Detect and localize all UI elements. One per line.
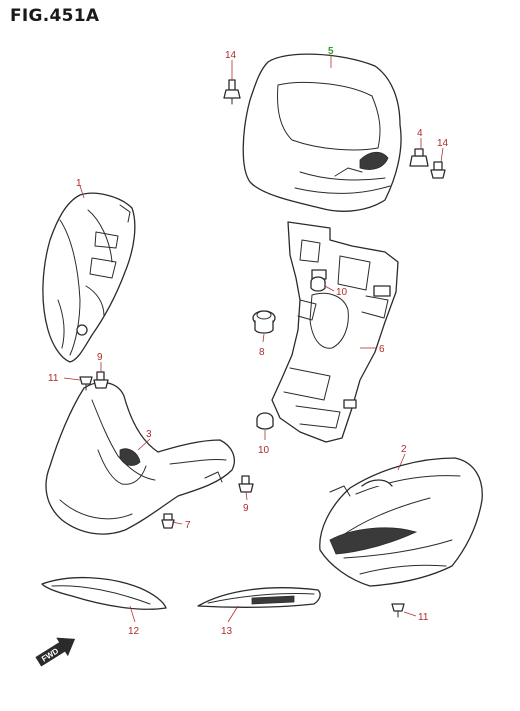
callout-6: 6 <box>379 344 385 355</box>
part-clip-7 <box>161 513 175 529</box>
part-upper-cowl <box>242 53 402 212</box>
callout-11-upper: 11 <box>48 373 59 384</box>
part-nut-10-upper <box>310 276 326 292</box>
part-screw-14-left <box>223 79 241 105</box>
callout-11-lower: 11 <box>418 612 429 623</box>
part-trim-strip-13 <box>197 587 321 608</box>
part-bolt-9-lower <box>238 475 254 493</box>
callout-9-upper: 9 <box>97 352 103 363</box>
part-grommet-8 <box>252 310 276 334</box>
part-screw-11-lower <box>391 603 405 618</box>
callout-2: 2 <box>401 444 407 455</box>
callout-12: 12 <box>128 626 140 637</box>
callout-14-right: 14 <box>437 138 449 149</box>
callout-5: 5 <box>328 46 334 57</box>
callout-9-lower: 9 <box>243 503 249 514</box>
callout-7: 7 <box>185 520 191 531</box>
part-screw-11-upper <box>79 376 93 391</box>
part-side-cowl-left <box>42 192 136 363</box>
fwd-direction-arrow-icon: FWD <box>35 637 76 667</box>
part-nut-10-lower <box>256 412 274 430</box>
part-cowl-bracket <box>271 221 399 443</box>
part-screw-14-right <box>430 161 446 179</box>
part-bolt-4 <box>409 148 429 167</box>
callout-13: 13 <box>221 626 233 637</box>
callout-1: 1 <box>76 178 82 189</box>
callout-10-upper: 10 <box>336 287 348 298</box>
part-side-cowl-right <box>319 457 483 587</box>
part-front-cowl-lower <box>45 381 235 535</box>
callout-10-lower: 10 <box>258 445 270 456</box>
callout-3: 3 <box>146 429 152 440</box>
callout-14-left: 14 <box>225 50 237 61</box>
part-trim-strip-12 <box>41 576 167 610</box>
figure-title: FIG.451A <box>10 6 100 26</box>
callout-4: 4 <box>417 128 423 139</box>
callout-8: 8 <box>259 347 265 358</box>
part-bolt-9-upper <box>93 371 109 389</box>
